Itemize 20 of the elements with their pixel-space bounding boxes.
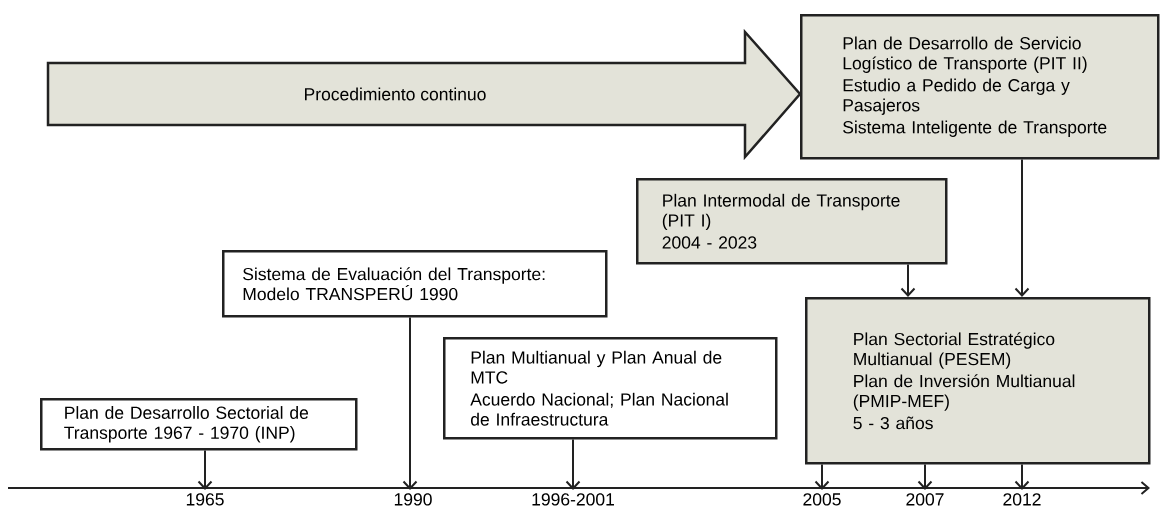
text-box: Sistema de Evaluación del Transporte: Modelo TRANSPERÚ 1990 — [222, 250, 608, 318]
year-label: 1996-2001 — [532, 493, 614, 506]
arrow — [917, 463, 933, 490]
year-label: 1965 — [186, 493, 224, 506]
year-label: 2005 — [803, 493, 841, 506]
arrow — [1014, 463, 1030, 490]
text-box: Plan de Desarrollo de Servicio Logístico de Transporte (PIT II) Estudio a Pedido de Carga y Pasajeros Sistema Inteligente de Transporte — [800, 14, 1160, 160]
arrow — [900, 263, 916, 297]
year-label: 2012 — [1003, 493, 1041, 506]
arrow — [1014, 158, 1030, 297]
year-label: 1990 — [394, 493, 432, 506]
year-label: 2007 — [906, 493, 944, 506]
text-box: Plan Intermodal de Transporte (PIT I) 2004 - 2023 — [636, 178, 948, 265]
text-box: Plan de Desarrollo Sectorial de Transporte 1967 - 1970 (INP) — [40, 398, 358, 451]
text-box: Plan Multianual y Plan Anual de MTC Acuerdo Nacional; Plan Nacional de Infraestructura — [443, 337, 778, 440]
arrow — [814, 463, 830, 490]
text-box: Plan Sectorial Estratégico Multianual (PESEM) Plan de Inversión Multianual (PMIP-MEF) 5 - 3 años — [805, 297, 1151, 465]
arrow — [565, 438, 581, 490]
arrow — [197, 449, 213, 490]
arrow — [402, 316, 418, 490]
